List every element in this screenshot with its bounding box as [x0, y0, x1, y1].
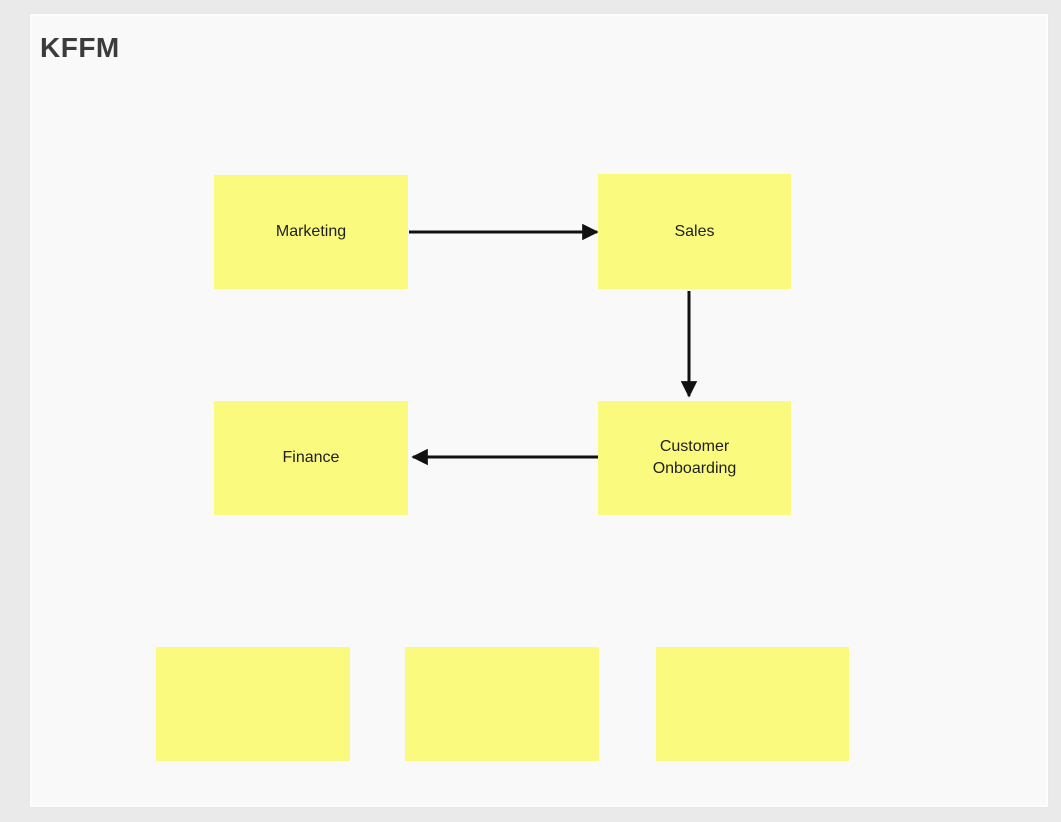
sticky-note-customer-onboarding[interactable]: Customer Onboarding [598, 401, 791, 515]
sticky-note-label: Sales [674, 222, 715, 240]
sticky-note-finance[interactable]: Finance [214, 401, 408, 515]
sticky-note-empty-1[interactable] [156, 647, 350, 761]
sticky-note-marketing[interactable]: Marketing [214, 175, 408, 289]
sticky-note-empty-2[interactable] [405, 647, 599, 761]
sticky-note-label: Marketing [275, 223, 347, 240]
frame-title[interactable]: KFFM [40, 32, 120, 63]
sticky-note-sales[interactable]: Sales [598, 174, 791, 289]
sticky-note-empty-3[interactable] [656, 647, 849, 761]
sticky-note-label: Customer Onboarding [652, 438, 737, 477]
sticky-note-label: Finance [282, 449, 340, 466]
